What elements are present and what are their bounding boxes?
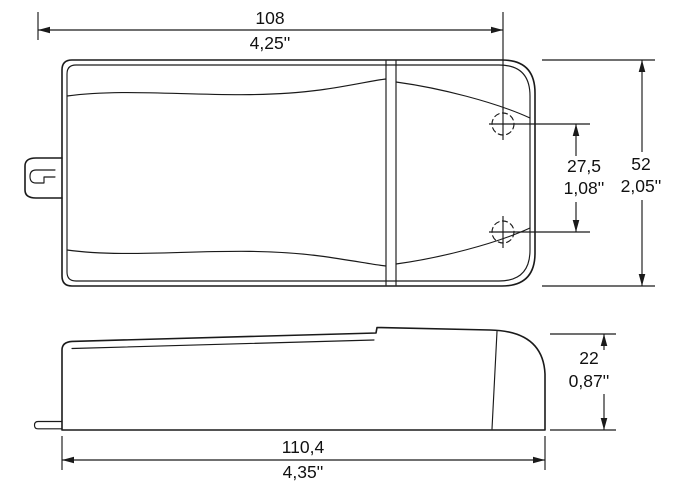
lid-contour-upper-left (66, 78, 387, 97)
arrowhead-profile-top (600, 334, 608, 346)
dim-label-holes-mm: 27,5 (567, 156, 601, 176)
dimension-hole-spacing: 27,5 1,08'' (489, 123, 605, 233)
lid-contour-lower-right (395, 227, 531, 265)
side-view-cable-stub (33, 420, 63, 430)
top-view (24, 59, 536, 287)
side-view-end-cap-line (491, 330, 498, 430)
dim-label-profile-mm: 22 (579, 348, 598, 368)
arrowhead-holes-top (572, 124, 580, 136)
dim-label-holes-inch: 1,08'' (564, 178, 605, 198)
dim-label-length-mm: 110,4 (282, 437, 325, 457)
side-view-lid-thickness (71, 339, 375, 350)
mounting-tab-outline (24, 157, 63, 199)
dimension-body-height: 52 2,05'' (542, 59, 662, 287)
dimension-profile-height: 22 0,87'' (550, 333, 616, 431)
arrowhead-profile-bottom (600, 418, 608, 430)
arrowhead-width-right (491, 26, 503, 34)
side-view (33, 326, 546, 431)
arrowhead-height-top (638, 60, 646, 72)
mounting-tab-slot (29, 169, 56, 184)
lid-contour-lower-left (66, 249, 387, 267)
arrowhead-length-left (62, 456, 74, 464)
dimension-overall-length: 110,4 4,35'' (61, 436, 546, 482)
dim-label-width-inch: 4,25'' (250, 33, 291, 53)
top-view-outline (61, 59, 536, 287)
arrowhead-length-right (533, 456, 545, 464)
dim-label-height-inch: 2,05'' (621, 176, 662, 196)
arrowhead-height-bottom (638, 274, 646, 286)
lid-contour-upper-right (395, 81, 531, 119)
arrowhead-holes-bottom (572, 220, 580, 232)
dim-label-profile-inch: 0,87'' (569, 371, 610, 391)
dim-label-height-mm: 52 (631, 154, 650, 174)
dim-label-width-mm: 108 (255, 8, 284, 28)
top-view-inner-contour (66, 64, 531, 282)
arrowhead-width-left (38, 26, 50, 34)
side-view-outline (61, 326, 546, 431)
dimension-body-width: 108 4,25'' (37, 8, 504, 110)
dim-label-length-inch: 4,35'' (283, 462, 324, 482)
